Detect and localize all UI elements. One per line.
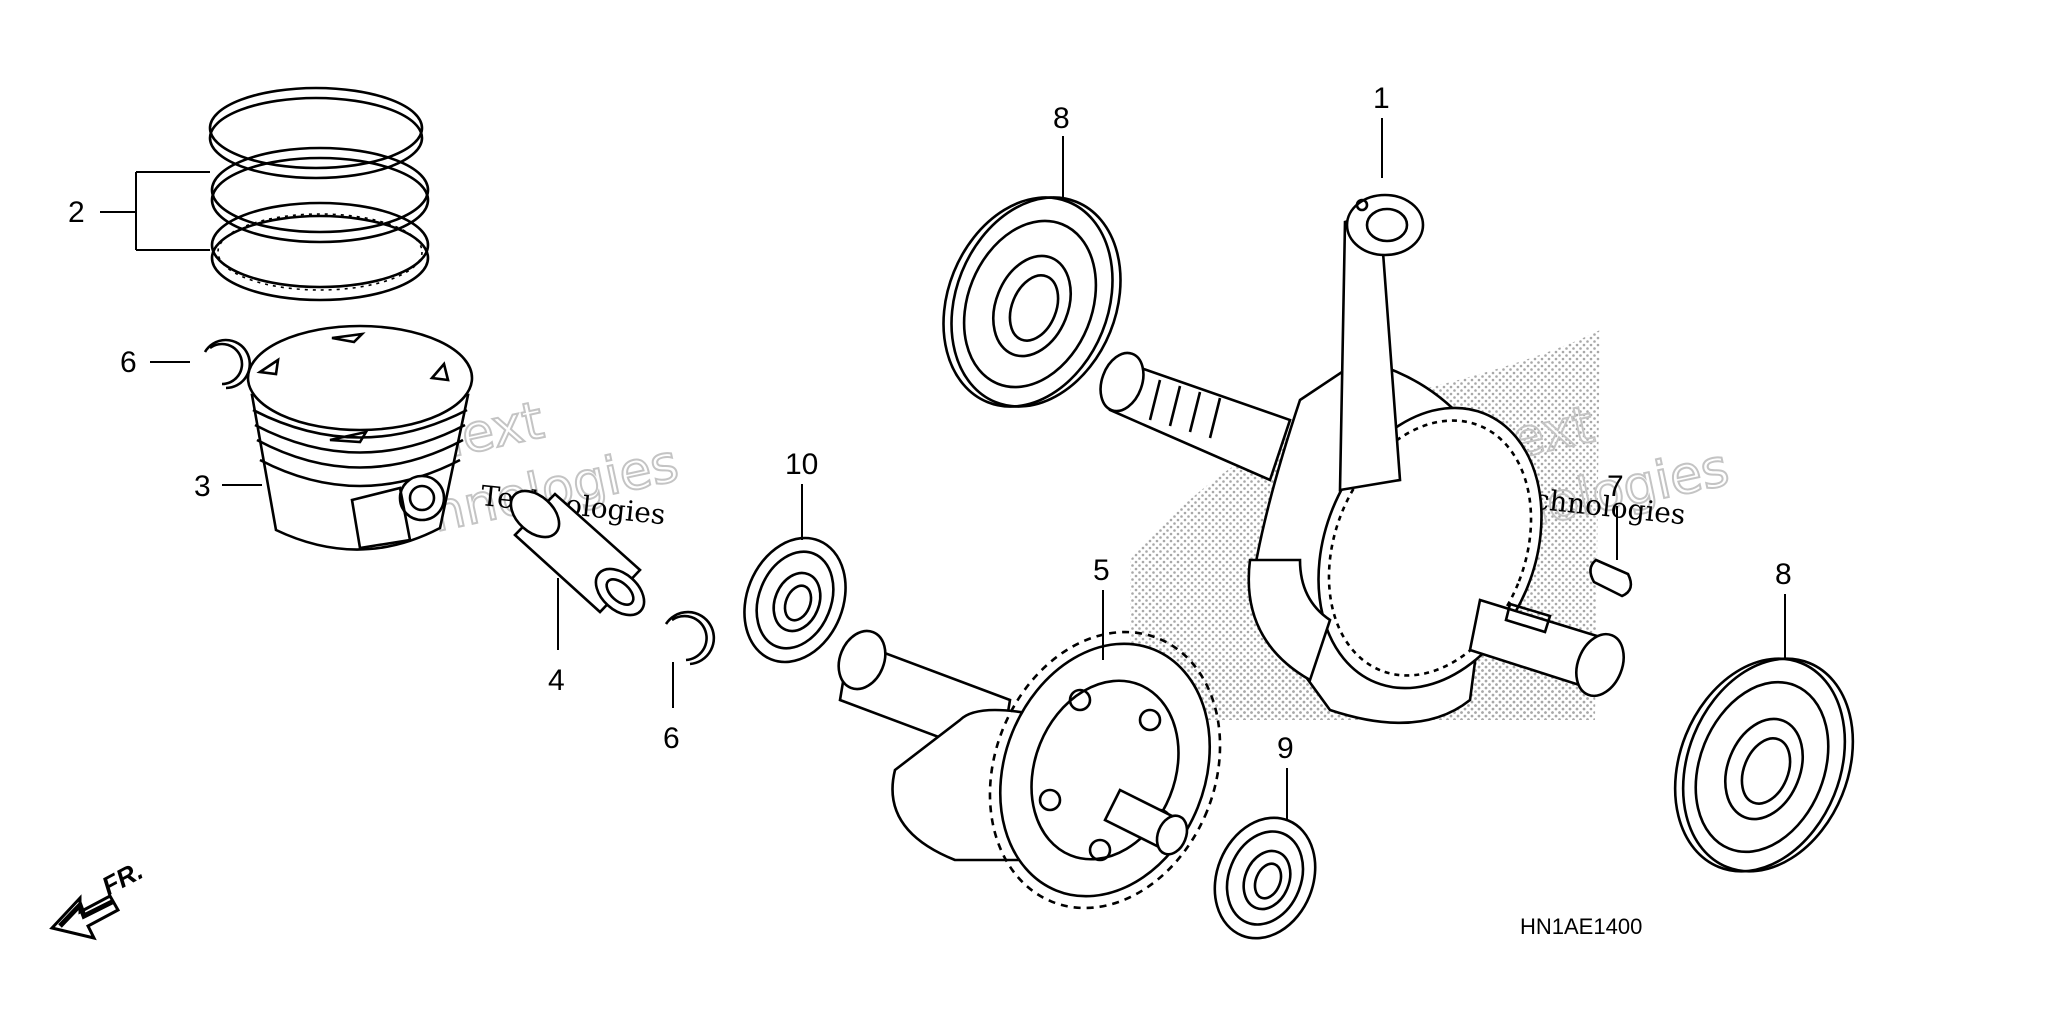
crankshaft	[1099, 193, 1625, 725]
bearing-8-lower	[1673, 657, 1855, 873]
bearing-8-upper	[942, 196, 1122, 408]
piston-rings	[208, 86, 430, 302]
callout-7: 7	[1607, 470, 1624, 503]
diagram-code: HN1AE1400	[1520, 914, 1642, 939]
callout-6a: 6	[120, 346, 137, 379]
piston	[246, 324, 474, 551]
bearing-10	[743, 536, 847, 664]
woodruff-key	[1589, 558, 1633, 598]
callout-1: 1	[1373, 82, 1390, 115]
callout-8a: 8	[1053, 102, 1070, 135]
callout-6b: 6	[663, 722, 680, 755]
callout-4: 4	[548, 664, 565, 697]
piston-pin-clip-left	[203, 338, 252, 390]
callout-2: 2	[68, 196, 85, 229]
front-direction-label: FR.	[97, 855, 148, 901]
leader-lines	[100, 118, 1786, 820]
callout-8b: 8	[1775, 558, 1792, 591]
callout-10: 10	[785, 448, 818, 481]
callout-3: 3	[194, 470, 211, 503]
piston-pin	[509, 489, 646, 617]
callout-9: 9	[1277, 732, 1294, 765]
bearing-9	[1213, 816, 1317, 940]
balancer-shaft	[837, 629, 1222, 910]
front-direction-arrow-icon	[49, 893, 121, 941]
piston-pin-clip-right	[664, 610, 716, 666]
callout-5: 5	[1093, 554, 1110, 587]
